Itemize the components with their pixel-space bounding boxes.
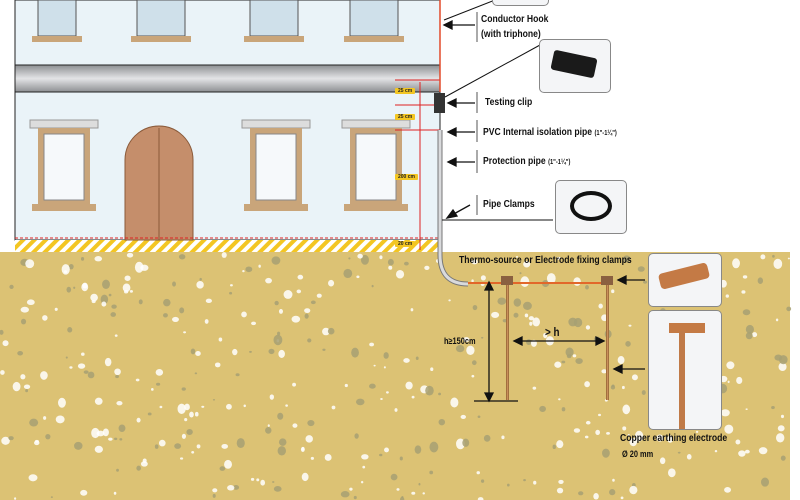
upper-sills [32,36,404,42]
electrode-1 [506,285,509,400]
protection-pipe-label: Protection pipe (1"-1¼") [483,155,571,167]
dim-label: 25 cm [395,88,416,94]
fixing-clamp-1 [501,276,513,285]
testing-clip [434,93,445,113]
electrode-label: Copper earthing electrode [620,432,728,444]
fixing-clamp-2 [601,276,613,285]
dim-label: 20 cm [395,241,416,247]
electrode-2 [606,285,609,400]
pvc-pipe-label: PVC Internal isolation pipe (1"-1¼") [483,126,617,138]
copper-electrode-photo [648,310,722,430]
fixing-clamps-label: Thermo-source or Electrode fixing clamps [459,254,632,266]
testing-clip-label: Testing clip [485,96,533,108]
pipe-clamp-photo [555,180,627,234]
electrode-size-label: Ø 20 mm [622,449,654,459]
upper-windows [37,0,399,37]
conductor-hook-label: Conductor Hook [481,13,549,25]
pipe-clamps-label: Pipe Clamps [483,198,535,210]
testing-clip-photo [539,39,611,93]
fixing-clamp-photo [648,253,722,307]
dim-label: 200 cm [395,174,418,180]
foundation-strip [15,240,440,252]
lower-windows [29,119,411,211]
dimension-lines [15,79,440,250]
pointer-arrows [442,0,645,403]
depth-label: h≥150cm [444,336,476,346]
floor-band [14,64,441,93]
conductor-hook-sub: (with triphone) [481,28,541,40]
spacing-label: > h [545,325,560,339]
conductor-hook-photo [492,0,549,6]
dim-label: 25 cm [395,114,416,120]
